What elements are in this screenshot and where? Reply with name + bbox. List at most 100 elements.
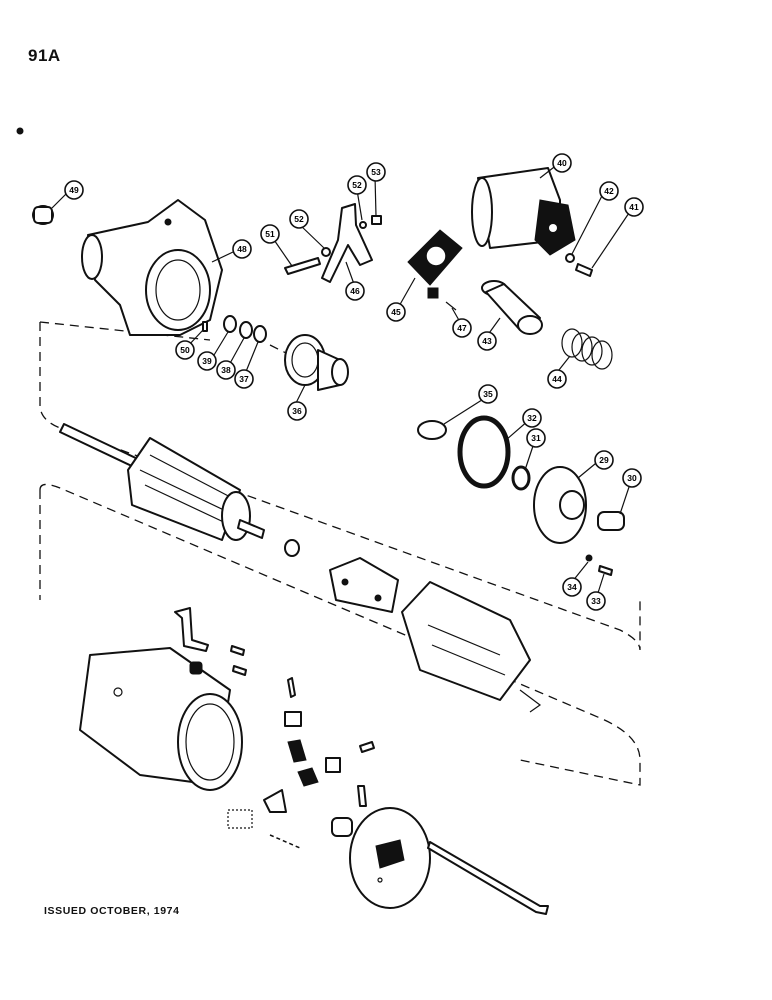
callout-47: 47 <box>452 318 472 338</box>
svg-text:40: 40 <box>557 158 567 168</box>
plunger-cover-45 <box>407 229 463 299</box>
callout-46: 46 <box>345 281 365 301</box>
callout-42: 42 <box>599 181 619 201</box>
callout-38: 38 <box>216 360 236 380</box>
callout-40: 40 <box>552 153 572 173</box>
callout-31: 31 <box>526 428 546 448</box>
svg-text:37: 37 <box>239 374 249 384</box>
registration-dot <box>16 127 24 135</box>
svg-text:45: 45 <box>391 307 401 317</box>
svg-text:33: 33 <box>591 596 601 606</box>
svg-text:30: 30 <box>627 473 637 483</box>
svg-text:36: 36 <box>292 406 302 416</box>
svg-text:44: 44 <box>552 374 562 384</box>
washer-52-lower <box>321 247 331 257</box>
brush-holder-d <box>325 757 341 773</box>
field-coil <box>401 581 542 713</box>
svg-text:32: 32 <box>527 413 537 423</box>
callout-32: 32 <box>522 408 542 428</box>
plunger-43 <box>481 280 543 335</box>
svg-text:35: 35 <box>483 389 493 399</box>
armature <box>59 423 265 541</box>
brush-holder-c <box>297 767 319 787</box>
callout-51: 51 <box>260 224 280 244</box>
svg-text:47: 47 <box>457 323 467 333</box>
callout-45: 45 <box>386 302 406 322</box>
brush-holder-b <box>287 739 307 763</box>
callout-35: 35 <box>478 384 498 404</box>
callout-50: 50 <box>175 340 195 360</box>
callout-41: 41 <box>624 197 644 217</box>
callout-39: 39 <box>197 351 217 371</box>
washer <box>284 539 300 557</box>
callout-48: 48 <box>232 239 252 259</box>
stud <box>357 785 367 807</box>
nut-53 <box>371 215 382 225</box>
terminal-block <box>227 809 253 829</box>
pole-shoe <box>329 557 399 613</box>
svg-text:52: 52 <box>294 214 304 224</box>
screw-41 <box>575 263 593 277</box>
thrust-washer-35 <box>417 420 447 440</box>
commutator-end-frame <box>349 807 431 909</box>
through-bolt-hidden <box>269 834 301 849</box>
screw-33 <box>598 565 613 576</box>
callout-36: 36 <box>287 401 307 421</box>
issue-date: ISSUED OCTOBER, 1974 <box>44 905 180 917</box>
bushing-49 <box>32 205 54 225</box>
callouts: 49 48 50 39 38 37 51 52 36 52 53 46 45 4… <box>64 153 644 611</box>
washer-39 <box>223 315 237 333</box>
through-bolt <box>427 841 549 915</box>
end-plate-29 <box>533 466 587 544</box>
pivot-pin-51 <box>284 257 321 275</box>
lower-assembly-boundary <box>39 483 641 786</box>
svg-text:41: 41 <box>629 202 639 212</box>
svg-text:39: 39 <box>202 356 212 366</box>
washer-52-upper <box>359 221 367 229</box>
spring-clip <box>263 789 287 813</box>
svg-text:49: 49 <box>69 185 79 195</box>
screw-d <box>359 741 375 753</box>
svg-text:31: 31 <box>531 433 541 443</box>
terminal-strap <box>174 607 209 652</box>
callout-37: 37 <box>234 369 254 389</box>
page-number: 91A <box>28 46 61 65</box>
callout-30: 30 <box>622 468 642 488</box>
pin-50 <box>202 321 208 332</box>
lockwasher-42 <box>565 253 575 263</box>
bushing-30 <box>597 511 625 531</box>
callout-44: 44 <box>547 369 567 389</box>
drive-pinion-36 <box>284 334 349 391</box>
svg-text:42: 42 <box>604 186 614 196</box>
svg-text:46: 46 <box>350 286 360 296</box>
drive-housing-48 <box>81 199 223 336</box>
solenoid-40 <box>471 167 576 256</box>
seal-ring-31 <box>511 465 531 491</box>
gasket-32 <box>457 415 511 489</box>
svg-text:53: 53 <box>371 167 381 177</box>
callout-52-upper: 52 <box>347 175 367 195</box>
svg-text:34: 34 <box>567 582 577 592</box>
bushing-small <box>331 817 353 837</box>
callout-53: 53 <box>366 162 386 182</box>
lockwasher-34 <box>585 554 593 562</box>
screw-c <box>287 677 296 698</box>
callout-52-lower: 52 <box>289 209 309 229</box>
svg-text:29: 29 <box>599 455 609 465</box>
washer-37 <box>253 325 267 343</box>
svg-text:52: 52 <box>352 180 362 190</box>
return-spring-44 <box>561 328 613 370</box>
spring-pin-47 <box>445 301 457 311</box>
field-frame <box>79 647 243 791</box>
washer-38 <box>239 321 253 339</box>
svg-text:48: 48 <box>237 244 247 254</box>
svg-text:38: 38 <box>221 365 231 375</box>
screw-a <box>230 645 245 656</box>
callout-33: 33 <box>586 591 606 611</box>
grommet <box>189 661 203 675</box>
svg-text:51: 51 <box>265 229 275 239</box>
shift-lever-46 <box>321 203 373 283</box>
svg-text:43: 43 <box>482 336 492 346</box>
screw-b <box>232 665 247 676</box>
